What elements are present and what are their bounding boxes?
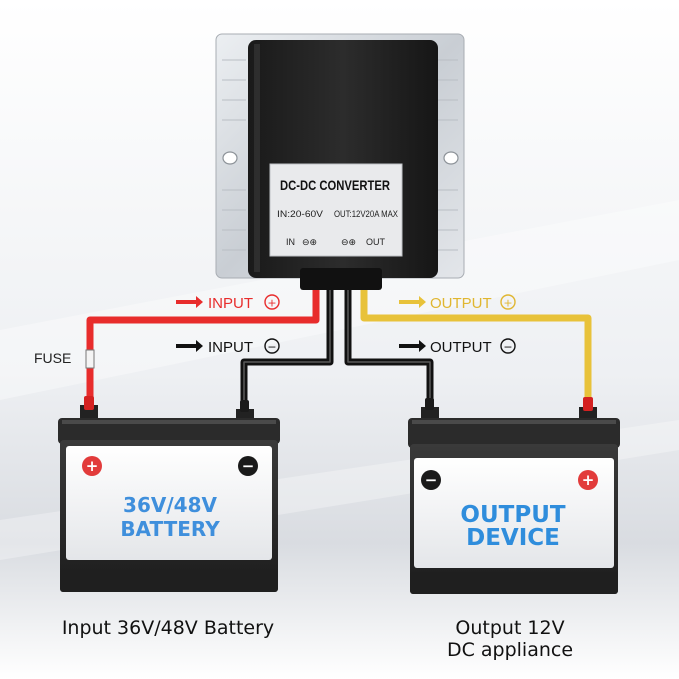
output-negative-label: OUTPUT −	[399, 338, 516, 356]
input-positive-text: INPUT	[208, 295, 253, 312]
output-positive-text: OUTPUT	[430, 295, 492, 312]
battery-terminal-cap-neg	[240, 400, 249, 412]
device-lid-highlight	[412, 420, 616, 424]
device-positive-symbol: +	[582, 471, 595, 489]
device-terminal-negative	[421, 407, 439, 421]
red-arrow-icon	[176, 296, 203, 308]
battery-terminal-cap	[84, 396, 94, 410]
mount-hole-right	[443, 151, 459, 165]
device-label-line1: OUTPUT	[460, 502, 565, 528]
mount-hole-left	[222, 151, 238, 165]
device-panel	[414, 458, 614, 568]
yellow-output-wire	[360, 285, 592, 400]
battery-panel	[66, 446, 272, 560]
device-negative-symbol: −	[425, 471, 438, 489]
battery-label-line2: BATTERY	[120, 517, 220, 541]
output-device-caption: Output 12V DC appliance	[360, 617, 660, 661]
out-label: OUT	[366, 237, 386, 247]
black-output-wire-highlight	[347, 285, 431, 404]
device-negative-icon	[421, 470, 441, 490]
device-terminal-cap-neg	[425, 398, 434, 410]
output-positive-sign-icon	[500, 294, 516, 310]
output-negative-text: OUTPUT	[430, 339, 492, 356]
output-caption-line1: Output 12V	[455, 617, 565, 639]
fuse-label: FUSE	[34, 350, 71, 366]
battery-label-line1: 36V/48V	[123, 493, 217, 517]
device-base	[410, 572, 618, 594]
device-terminal-positive	[579, 407, 597, 421]
output-caption-line2: DC appliance	[446, 639, 574, 661]
fuse-body	[85, 349, 95, 369]
heatsink-fins	[222, 59, 458, 251]
in-terminals: ⊖⊕	[302, 238, 317, 248]
dc-dc-converter: DC-DC CONVERTER IN:20-60V OUT:12V20A MAX…	[215, 33, 465, 290]
battery-base	[60, 570, 278, 592]
background-streak	[0, 200, 679, 400]
input-negative-sign: −	[267, 341, 276, 354]
converter-title: DC-DC CONVERTER	[280, 177, 390, 193]
black-arrow-icon	[399, 340, 426, 352]
yellow-arrow-icon	[399, 296, 426, 308]
device-lid	[408, 418, 620, 448]
battery-negative-symbol: −	[242, 457, 255, 475]
output-positive-sign: +	[503, 297, 512, 310]
input-negative-label: INPUT −	[176, 338, 280, 356]
input-negative-sign-icon	[264, 338, 280, 354]
output-negative-sign-icon	[500, 338, 516, 354]
black-arrow-icon	[176, 340, 203, 352]
converter-label-plate	[269, 163, 403, 257]
battery-lid-highlight	[62, 420, 276, 424]
wire-grommet	[300, 268, 382, 290]
input-positive-sign: +	[267, 297, 276, 310]
input-negative-text: INPUT	[208, 339, 253, 356]
output-positive-label: OUTPUT +	[399, 294, 516, 312]
input-battery-caption: Input 36V/48V Battery	[61, 617, 275, 639]
battery-negative-icon	[238, 456, 258, 476]
output-spec: OUT:12V20A MAX	[334, 209, 398, 219]
output-device: − + OUTPUT DEVICE	[408, 397, 620, 594]
red-input-wire	[86, 285, 320, 350]
input-positive-sign-icon	[264, 294, 280, 310]
in-label: IN	[286, 237, 295, 247]
device-terminal-cap	[583, 397, 593, 411]
device-label-line2: DEVICE	[466, 525, 560, 551]
battery-positive-icon	[82, 456, 102, 476]
out-terminals: ⊖⊕	[341, 238, 356, 248]
black-input-wire-highlight	[243, 285, 331, 402]
battery-lid	[58, 418, 280, 444]
device-positive-icon	[578, 470, 598, 490]
input-positive-label: INPUT +	[176, 294, 280, 312]
input-battery: + − 36V/48V BATTERY	[58, 396, 280, 592]
output-negative-sign: −	[503, 341, 512, 354]
input-spec: IN:20-60V	[277, 209, 323, 219]
housing-highlight	[254, 44, 260, 272]
battery-positive-symbol: +	[86, 457, 99, 475]
